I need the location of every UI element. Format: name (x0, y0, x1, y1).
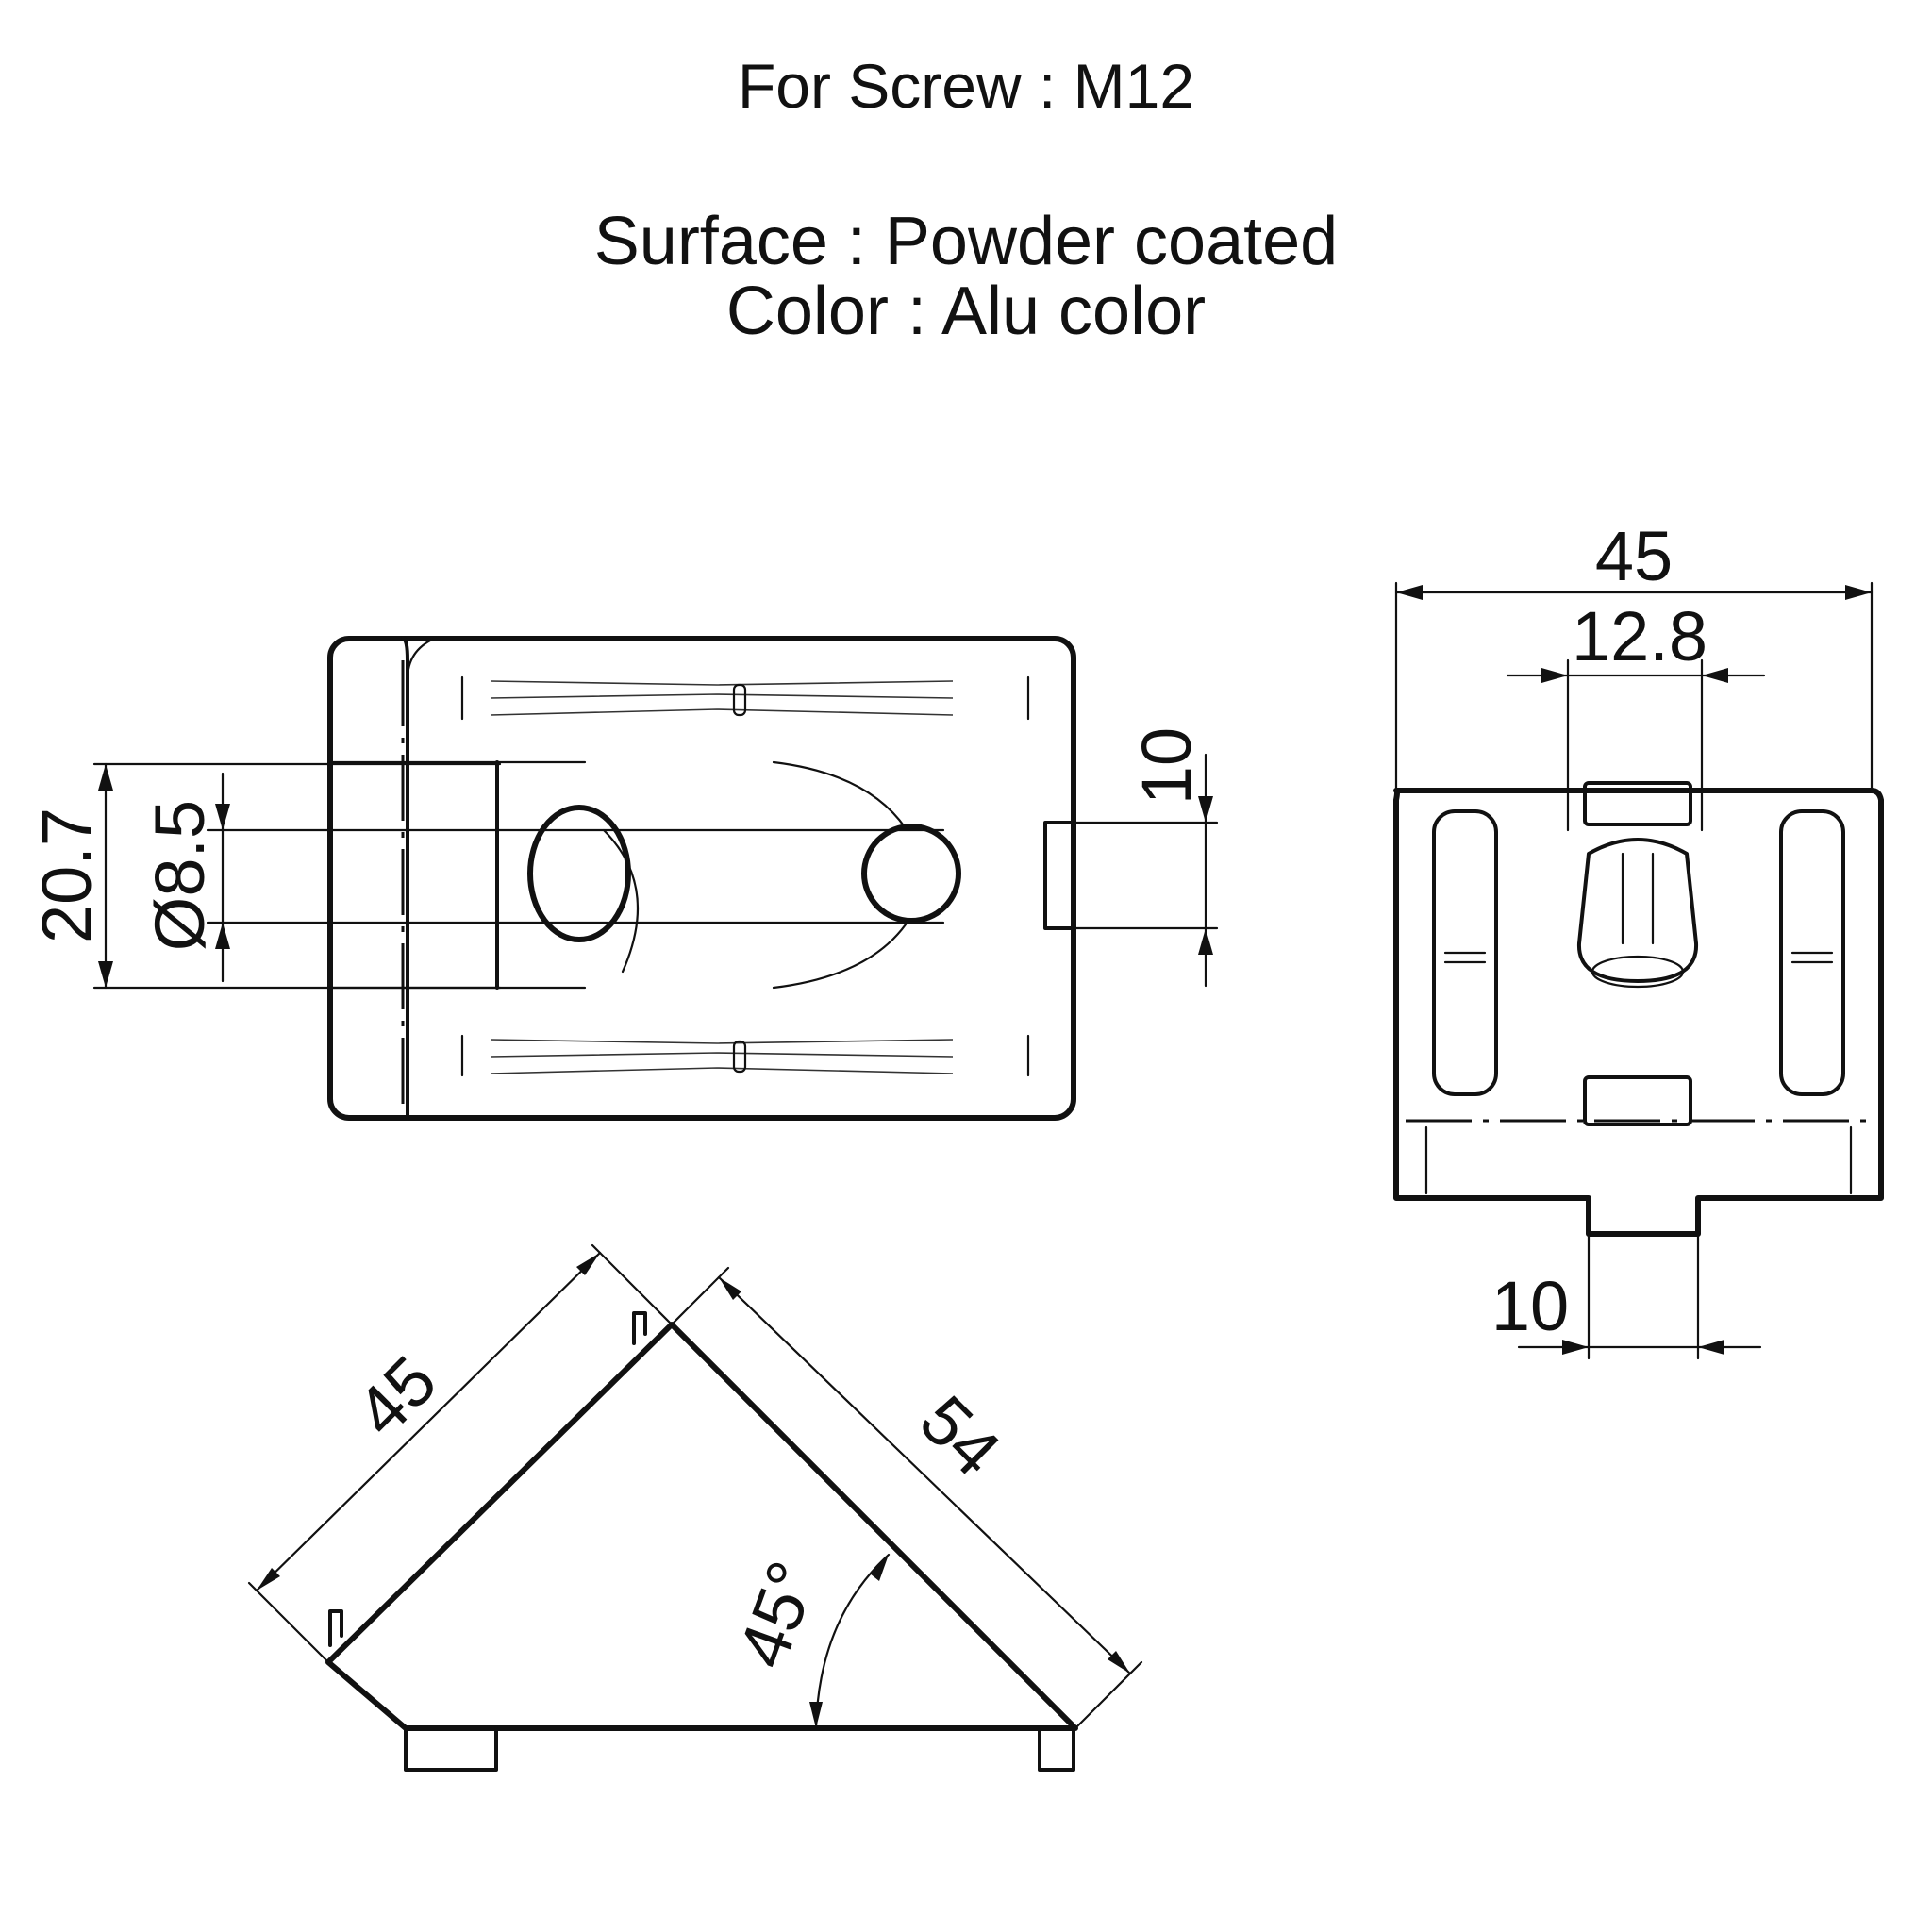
hole-relief-arc (602, 828, 640, 974)
dim-bore-width: 12.8 (1572, 597, 1707, 675)
dim-key-width-top: 10 (1127, 727, 1206, 805)
bore-profile (1576, 838, 1699, 983)
slot-curve-top (772, 760, 908, 830)
left-rib (1432, 809, 1498, 1096)
dim-leg-length: 45 (341, 1341, 452, 1452)
top-view (327, 636, 1076, 1121)
dim-hole-diameter: Ø8.5 (141, 800, 219, 951)
top-view-dimensions: 20.7 Ø8.5 10 (27, 727, 1219, 990)
lower-rib (490, 1039, 954, 1074)
key-notch (1043, 821, 1075, 930)
pin-hole (861, 824, 961, 924)
surface-spec: Surface : Powder coated (593, 204, 1339, 279)
dim-angle: 45° (723, 1552, 832, 1678)
dim-key-width-end: 10 (1491, 1267, 1569, 1345)
end-view-dimensions: 45 12.8 10 (1394, 517, 1874, 1360)
screw-hole (527, 805, 631, 942)
right-rib (1779, 809, 1845, 1096)
top-tab (632, 1311, 647, 1345)
left-tab (328, 1609, 343, 1647)
color-spec: Color : Alu color (725, 274, 1207, 349)
bottom-key (1583, 1075, 1692, 1126)
rib-end-marks (460, 675, 1030, 1077)
side-view (325, 1311, 1078, 1772)
top-view-fillet (406, 637, 436, 681)
base-foot-right (1038, 1726, 1075, 1772)
dim-hypotenuse: 54 (906, 1381, 1016, 1491)
upper-rib-marker (732, 683, 747, 717)
top-view-step-line (401, 637, 409, 1120)
screw-spec: For Screw : M12 (737, 51, 1195, 121)
lower-rib-marker (732, 1040, 747, 1074)
dim-overall-width: 45 (1595, 517, 1673, 595)
end-view (1393, 781, 1884, 1237)
slot-curve-bottom (772, 923, 908, 990)
side-view-dimensions: 45 54 45° (247, 1243, 1143, 1730)
end-view-outline (1393, 788, 1884, 1237)
top-key (1583, 781, 1692, 826)
base-foot-left (404, 1726, 498, 1772)
dim-slot-spacing: 20.7 (27, 808, 106, 943)
upper-rib (490, 680, 954, 716)
bore-bottom (1591, 955, 1685, 989)
